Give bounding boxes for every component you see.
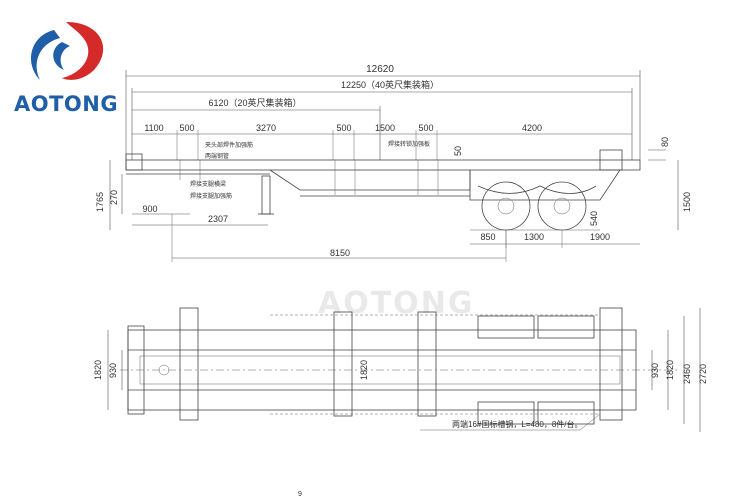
- note-3: 焊接支腿横梁: [190, 180, 226, 188]
- dim-1300: 1300: [524, 232, 544, 242]
- dim-seg-5: 1500: [375, 123, 395, 133]
- top-dim-left-930: 930: [108, 363, 118, 378]
- dim-right-1500: 1500: [682, 192, 692, 212]
- brand-name: AOTONG: [14, 92, 119, 116]
- top-dim-right-1820: 1820: [665, 360, 675, 380]
- dim-40ft-container: 12250（40英尺集装箱）: [341, 79, 439, 90]
- top-dim-right-930: 930: [650, 363, 660, 378]
- dim-20ft-container: 6120（20英尺集装箱）: [208, 97, 301, 108]
- dim-overall-length: 12620: [366, 64, 394, 75]
- side-view: 12620 12250（40英尺集装箱） 6120（20英尺集装箱） 1100 …: [95, 64, 692, 262]
- top-dim-right-2720: 2720: [698, 364, 708, 384]
- dim-seg-1: 1100: [144, 123, 163, 133]
- note-5: 焊接转锁加强板: [388, 140, 430, 148]
- note-1: 夹头部焊件加强筋: [205, 141, 253, 149]
- top-dim-right-2460: 2460: [682, 364, 692, 384]
- gooseneck-drop: [269, 169, 471, 191]
- dim-left-270: 270: [109, 190, 119, 205]
- landing-leg: [261, 175, 271, 215]
- wheel-rear: [537, 181, 587, 231]
- bottom-mark: 9: [298, 491, 302, 498]
- logo-blue-swoosh: [31, 30, 60, 80]
- dim-8150: 8150: [330, 248, 350, 258]
- logo-blue-inner: [53, 42, 70, 70]
- dim-seg-4: 500: [336, 123, 351, 133]
- dim-2307: 2307: [208, 214, 228, 224]
- dim-seg-7: 4200: [522, 123, 542, 133]
- note-2: 两端钢管: [205, 152, 229, 160]
- dim-seg-2: 500: [179, 123, 194, 133]
- wheel-block: [477, 315, 535, 339]
- wheel-front: [481, 181, 531, 231]
- dim-1900: 1900: [590, 232, 610, 242]
- top-note: 两端16#国标槽钢，L=480，8件/台。: [452, 419, 583, 429]
- aotong-logo: [31, 22, 104, 80]
- dim-540: 540: [589, 211, 599, 226]
- top-dim-left-1820: 1820: [93, 360, 103, 380]
- top-view: 1820 930 1820 930 1820 2460 2720 两端16#国标…: [93, 307, 708, 432]
- side-frame-deck: [125, 159, 641, 171]
- logo-red-swoosh: [62, 22, 104, 80]
- top-dim-center-1820: 1820: [359, 360, 369, 380]
- dim-900: 900: [142, 204, 157, 214]
- dim-height-50: 50: [453, 146, 463, 156]
- dim-850: 850: [480, 232, 495, 242]
- suspension: [477, 185, 597, 194]
- note-4: 焊接支腿加强筋: [190, 192, 232, 200]
- dim-seg-3: 3270: [256, 123, 276, 133]
- dim-left-1765: 1765: [95, 192, 105, 212]
- dim-right-80: 80: [660, 137, 670, 147]
- dim-seg-6: 500: [418, 123, 433, 133]
